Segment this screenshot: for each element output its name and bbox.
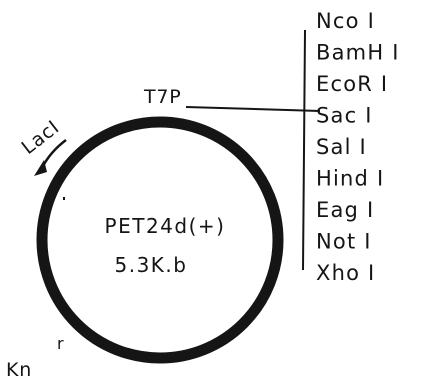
mcs-site-label: Nco I xyxy=(316,9,375,33)
resistance-superscript: r xyxy=(57,334,64,353)
mcs-site-label: EcoR I xyxy=(316,72,388,96)
mcs-site-label: Sac I xyxy=(316,104,373,128)
mcs-site-label: Sal I xyxy=(316,135,367,159)
mcs-site-list: Nco I BamH I EcoR I Sac I Sal I Hind I Eag I No… xyxy=(316,9,400,285)
laci-label: LacI xyxy=(18,116,64,159)
laci-arrowhead xyxy=(34,160,47,176)
resistance-label: Kn xyxy=(6,359,32,377)
plasmid-size: 5.3K.b xyxy=(115,253,188,277)
t7-connector-line xyxy=(185,106,321,112)
mcs-site-label: Hind I xyxy=(316,167,384,191)
mcs-site-label: Not I xyxy=(316,230,372,254)
t7-promoter-label: T7P xyxy=(143,86,182,108)
mcs-site-label: Eag I xyxy=(316,198,374,222)
plasmid-backbone-circle xyxy=(36,116,284,364)
plasmid-name: PET24d(+) xyxy=(105,214,226,238)
mcs-site-label: Xho I xyxy=(316,261,375,285)
mcs-bracket-line xyxy=(302,29,306,271)
mcs-site-label: BamH I xyxy=(316,41,400,65)
